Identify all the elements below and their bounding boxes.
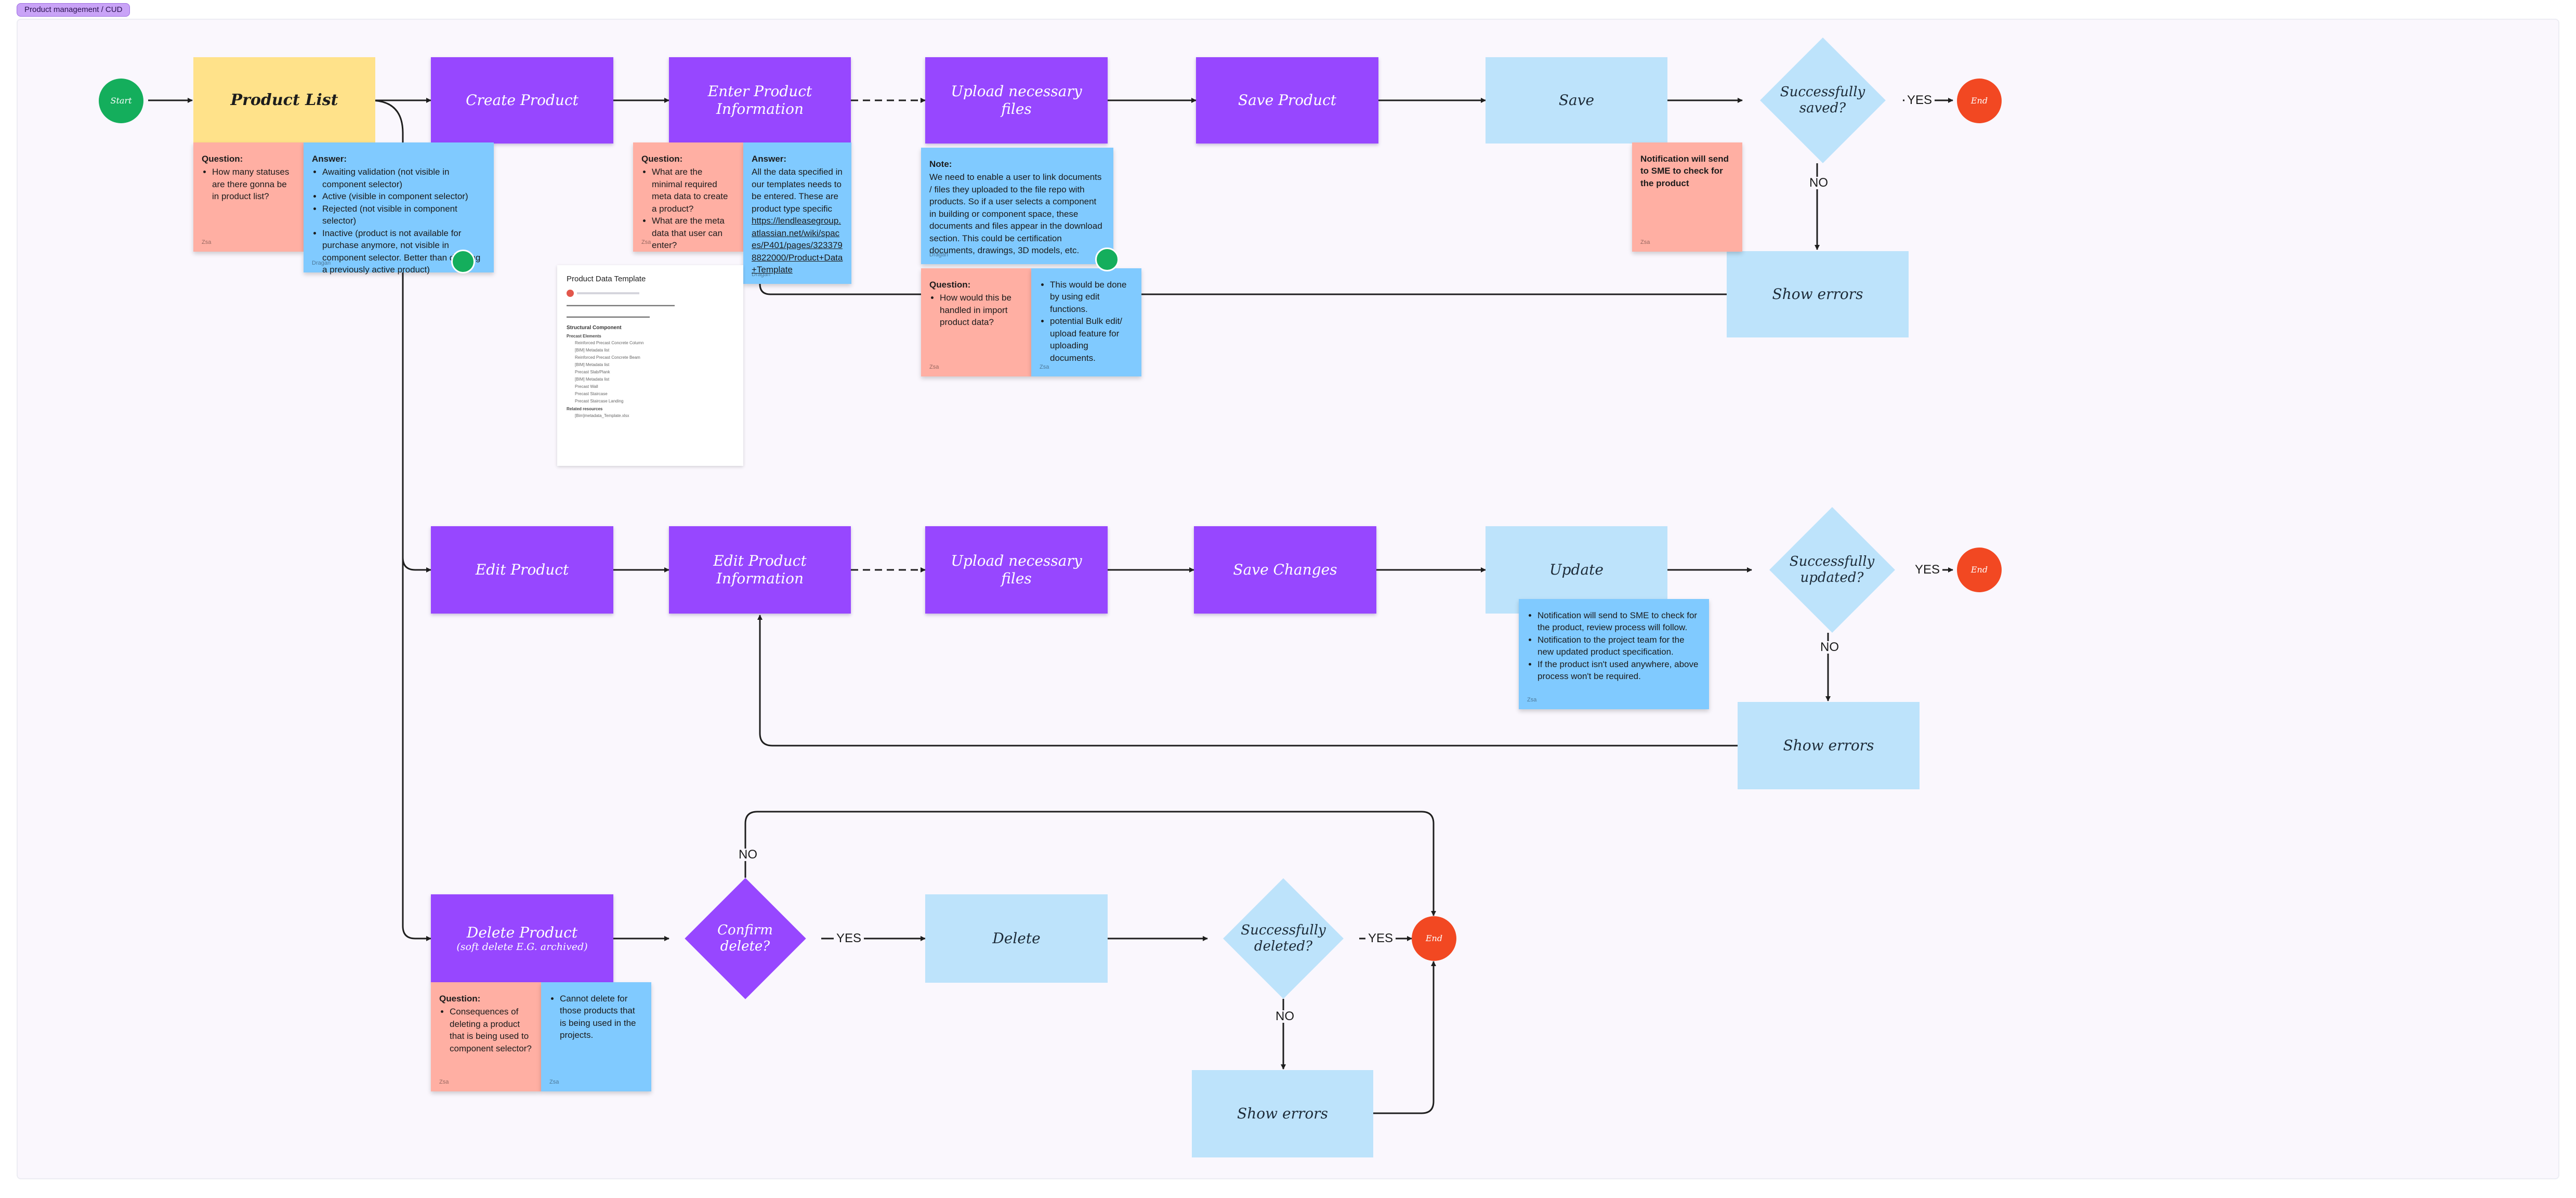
edge-list-branch [370,99,431,941]
saved-decision[interactable]: Successfully saved? [1742,37,1903,163]
updated-decision-label: Successfully updated? [1789,553,1875,585]
product-data-template-doc[interactable]: Product Data Template ▬▬▬▬▬▬▬▬▬▬▬▬▬▬▬▬▬▬… [557,265,743,466]
import-question-sticky[interactable]: Question: How would this be handled in i… [921,268,1031,376]
confirm-yes-label: YES [834,932,864,945]
confirm-delete-decision-label: Confirm delete? [717,922,773,954]
deleted-decision-label: Successfully deleted? [1241,922,1326,954]
updated-yes-label: YES [1912,564,1943,576]
deleted-decision[interactable]: Successfully deleted? [1207,878,1359,999]
delete-question-sticky[interactable]: Question: Consequences of deleting a pro… [431,982,541,1091]
saved-decision-label: Successfully saved? [1780,84,1865,116]
show-errors-edit-node[interactable]: Show errors [1738,702,1920,789]
confirm-no-label: NO [736,849,760,861]
deleted-no-label: NO [1273,1010,1297,1023]
edge-errors-back-editinfo [757,615,1738,747]
show-errors-delete-node[interactable]: Show errors [1192,1070,1373,1157]
start-node[interactable]: Start [99,79,143,123]
save-notification-sticky[interactable]: Notification will send to SME to check f… [1632,142,1742,252]
edge-errors-end [1373,961,1436,1114]
statuses-answer-sticky[interactable]: Answer: Awaiting validation (not visible… [304,142,494,275]
delete-answer-sticky[interactable]: Cannot delete for those products that is… [541,982,651,1091]
import-answer-sticky[interactable]: This would be done by using edit functio… [1031,268,1141,376]
meta-answer-sticky[interactable]: Answer: All the data specified in our te… [743,142,851,284]
end-edit-node[interactable]: End [1957,548,2002,592]
upload-files-edit-node[interactable]: Upload necessary files [925,526,1108,614]
user-avatar[interactable] [451,250,475,274]
doc-title: Product Data Template [567,275,646,283]
edit-product-node[interactable]: Edit Product [431,526,613,614]
save-changes-node[interactable]: Save Changes [1194,526,1376,614]
edit-product-info-node[interactable]: Edit Product Information [669,526,851,614]
enter-product-info-node[interactable]: Enter Product Information [669,57,851,144]
user-avatar[interactable] [1095,248,1119,271]
delete-product-node[interactable]: Delete Product (soft delete E.G. archive… [431,894,613,983]
section-breadcrumb[interactable]: Product management / CUD [17,3,130,17]
confirm-delete-decision[interactable]: Confirm delete? [669,878,821,999]
save-product-node[interactable]: Save Product [1196,57,1378,144]
deleted-yes-label: YES [1365,932,1396,945]
end-delete-node[interactable]: End [1412,916,1456,961]
create-product-node[interactable]: Create Product [431,57,613,144]
doc-owner-avatar [567,290,574,297]
delete-node[interactable]: Delete [925,894,1108,983]
save-node[interactable]: Save [1486,57,1667,144]
statuses-question-sticky[interactable]: Question: How many statuses are there go… [193,142,304,252]
files-note-sticky[interactable]: Note: We need to enable a user to link d… [921,148,1113,264]
update-notes-sticky[interactable]: Notification will send to SME to check f… [1519,599,1709,709]
show-errors-create-node[interactable]: Show errors [1727,251,1909,337]
product-list-node[interactable]: Product List [193,57,375,144]
edge-errors-back-enter [759,283,1727,295]
saved-yes-label: YES [1904,94,1935,107]
product-data-template-link[interactable]: https://lendleasegroup.atlassian.net/wik… [752,216,843,275]
updated-decision[interactable]: Successfully updated? [1752,507,1912,633]
saved-no-label: NO [1807,177,1831,189]
updated-no-label: NO [1818,641,1842,654]
edge-branch-edit [402,557,431,572]
delete-product-subtitle: (soft delete E.G. archived) [456,941,588,953]
upload-files-create-node[interactable]: Upload necessary files [925,57,1108,144]
end-create-node[interactable]: End [1957,79,2002,123]
edge-confirm-no-end [744,811,1436,916]
meta-question-sticky[interactable]: Question: What are the minimal required … [633,142,743,252]
